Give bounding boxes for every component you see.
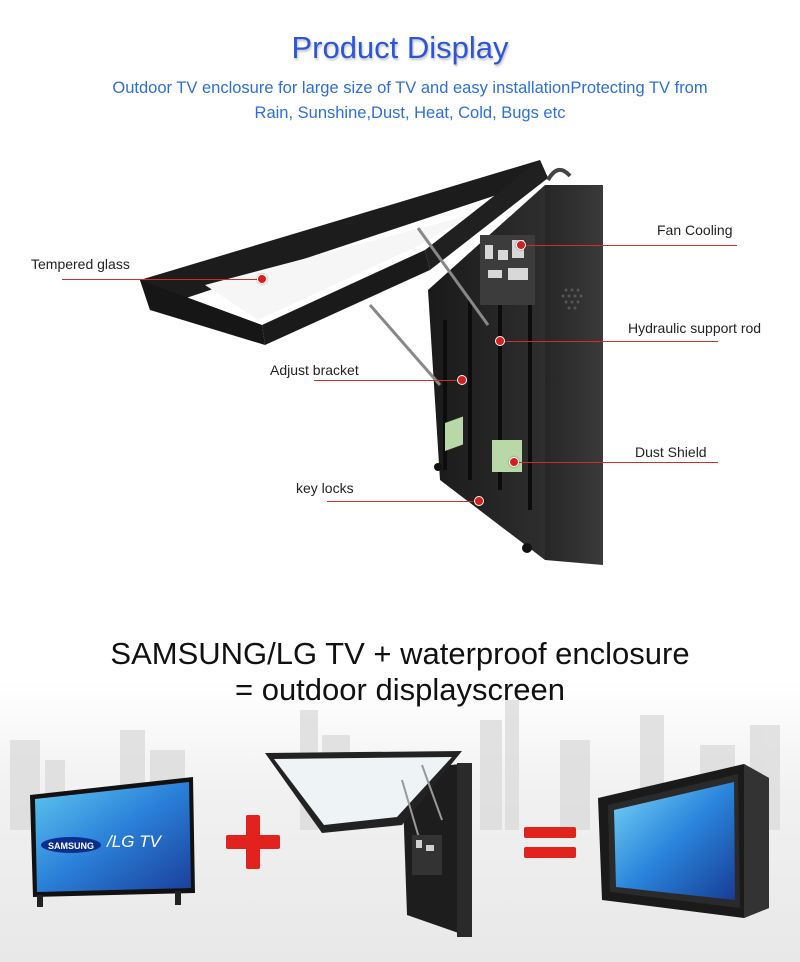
open-enclosure-image — [265, 751, 472, 937]
label-hydraulic-rod: Hydraulic support rod — [628, 320, 762, 336]
label-dust-shield: Dust Shield — [635, 444, 707, 460]
lg-tv-logo-text: /LG TV — [106, 832, 163, 851]
headline-line-2: = outdoor displayscreen — [234, 672, 565, 707]
equals-sign-bottom — [524, 847, 576, 858]
label-fan-cooling: Fan Cooling — [657, 222, 733, 238]
line-fan-cooling — [522, 245, 737, 246]
line-key-locks — [327, 501, 479, 502]
lg-tv-label: LG TV — [112, 832, 163, 851]
marker-tempered-glass — [257, 274, 267, 284]
marker-dust-shield — [509, 457, 519, 467]
marker-hydraulic-rod — [495, 336, 505, 346]
line-tempered-glass — [62, 279, 262, 280]
plus-sign-vertical — [246, 815, 260, 869]
marker-adjust-bracket — [457, 375, 467, 385]
label-tempered-glass: Tempered glass — [31, 256, 130, 272]
outdoor-display-image — [598, 764, 769, 918]
samsung-logo-text: SAMSUNG — [48, 841, 94, 851]
samsung-lg-tv-image: SAMSUNG /LG TV — [30, 777, 195, 907]
line-hydraulic-rod — [500, 341, 718, 342]
equation-headline: SAMSUNG/LG TV + waterproof enclosure = o… — [0, 636, 800, 708]
marker-fan-cooling — [516, 240, 526, 250]
label-adjust-bracket: Adjust bracket — [270, 362, 359, 378]
page-subtitle: Outdoor TV enclosure for large size of T… — [112, 79, 708, 122]
marker-key-locks — [474, 496, 484, 506]
headline-line-1: SAMSUNG/LG TV + waterproof enclosure — [110, 636, 690, 671]
equals-sign-top — [524, 827, 576, 838]
label-key-locks: key locks — [296, 480, 354, 496]
line-adjust-bracket — [314, 380, 462, 381]
page-title: Product Display — [291, 30, 509, 65]
line-dust-shield — [514, 462, 718, 463]
enclosure-product-image — [140, 160, 603, 565]
